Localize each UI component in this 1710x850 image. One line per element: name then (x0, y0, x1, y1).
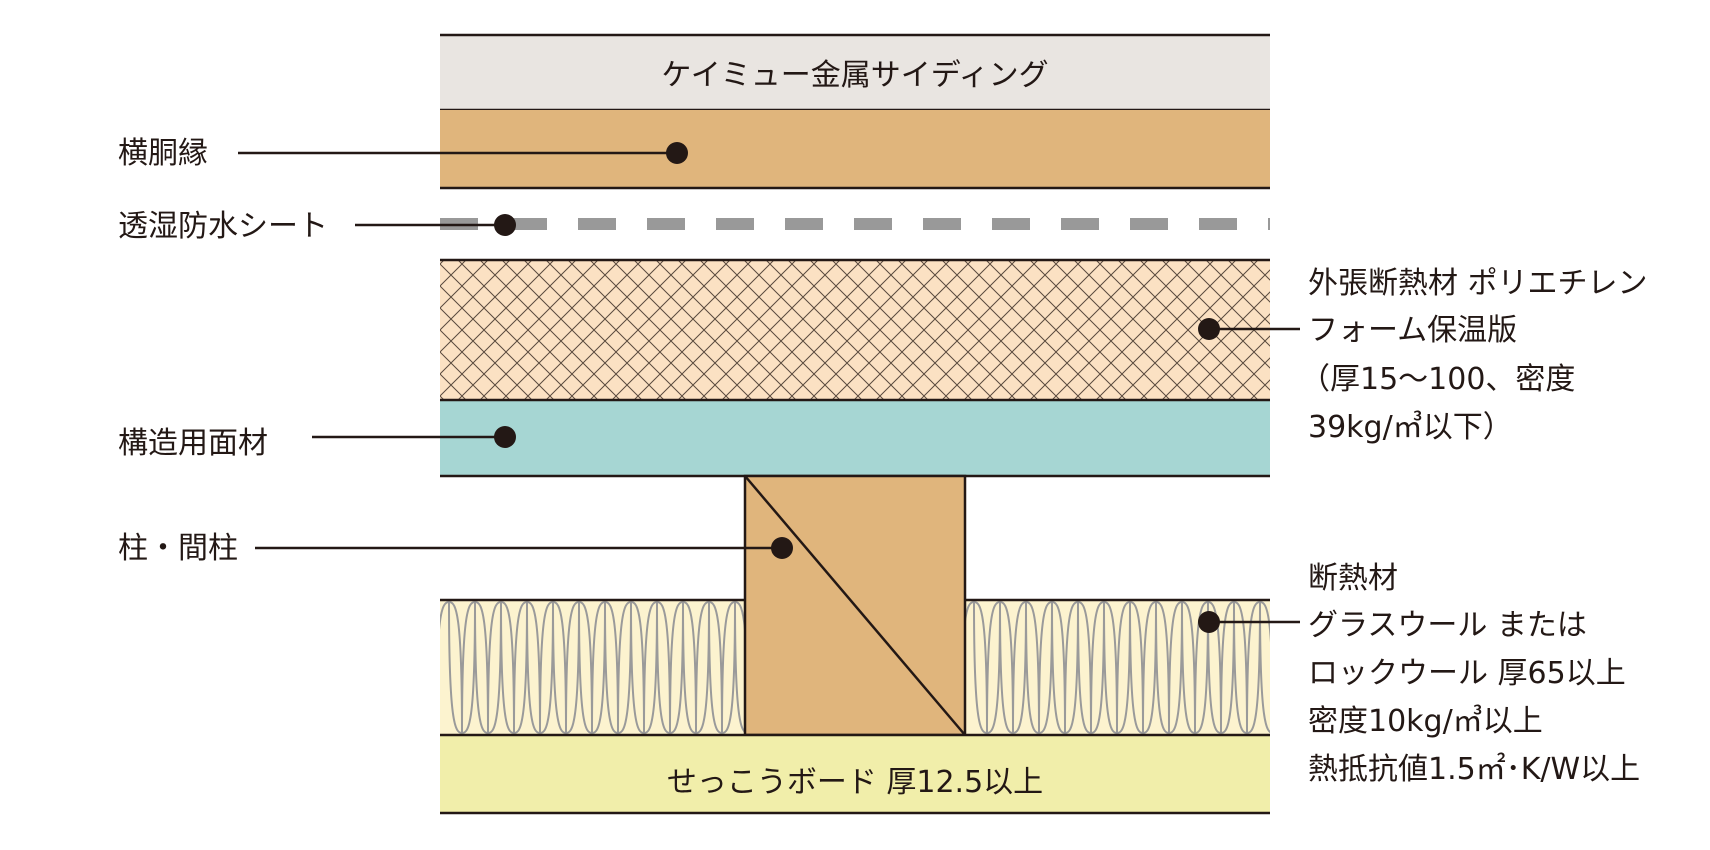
furring-layer (440, 110, 1270, 190)
structural-panel-label: 構造用面材 (118, 426, 268, 461)
cavity-insulation-line-1: 断熱材 (1308, 561, 1398, 596)
callout-dot (494, 214, 516, 236)
cavity-insulation-line-3: ロックウール 厚65以上 (1308, 656, 1626, 691)
callout-cavity-insulation: 断熱材 グラスウール または ロックウール 厚65以上 密度10kg/㎥以上 熱… (1198, 561, 1640, 787)
exterior-insulation-layer (440, 258, 1270, 400)
siding-label: ケイミュー金属サイディング (661, 58, 1048, 93)
exterior-insulation-line-2: フォーム保温版 (1308, 313, 1517, 348)
gypsum-label: せっこうボード 厚12.5以上 (667, 765, 1043, 800)
post-label: 柱・間柱 (118, 531, 238, 566)
furring-label: 横胴縁 (118, 136, 208, 171)
post-member (743, 474, 967, 737)
callout-furring: 横胴縁 (118, 136, 688, 171)
structural-panel-layer (440, 398, 1270, 478)
cavity-insulation-right (965, 598, 1270, 735)
exterior-insulation-line-3: （厚15～100、密度 (1300, 362, 1575, 397)
membrane-label: 透湿防水シート (118, 209, 328, 244)
gypsum-board-layer: せっこうボード 厚12.5以上 (440, 733, 1270, 815)
cavity-insulation-line-4: 密度10kg/㎥以上 (1308, 704, 1543, 739)
siding-layer: ケイミュー金属サイディング (440, 33, 1270, 112)
callout-dot (771, 537, 793, 559)
callout-membrane: 透湿防水シート (118, 209, 516, 244)
callout-dot (494, 426, 516, 448)
exterior-insulation-line-1: 外張断熱材 ポリエチレン (1308, 266, 1648, 301)
callout-structural-panel: 構造用面材 (118, 426, 516, 461)
callout-dot (666, 142, 688, 164)
cavity-insulation-line-5: 熱抵抗値1.5㎡･K/W以上 (1308, 752, 1640, 787)
callout-post: 柱・間柱 (118, 531, 793, 566)
callout-exterior-insulation: 外張断熱材 ポリエチレン フォーム保温版 （厚15～100、密度 39kg/㎥以… (1198, 266, 1648, 445)
cavity-insulation-left (440, 598, 745, 735)
cavity-insulation-line-2: グラスウール または (1308, 608, 1587, 643)
exterior-insulation-line-4: 39kg/㎥以下） (1308, 410, 1513, 445)
